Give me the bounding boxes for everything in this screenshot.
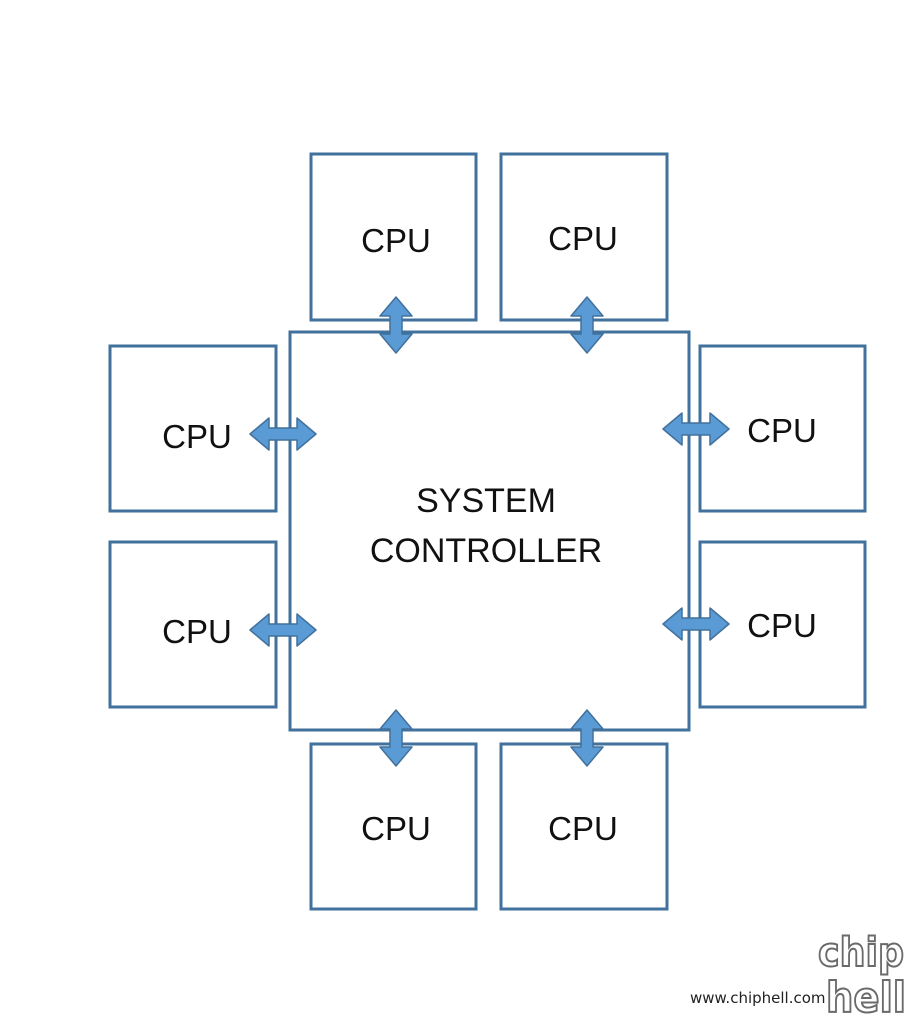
system-controller: SYSTEM CONTROLLER: [288, 330, 691, 732]
watermark-url: www.chiphell.com: [690, 989, 826, 1007]
cpu-label: CPU: [162, 613, 232, 650]
cpu-left-upper: CPU: [108, 344, 278, 513]
bidirectional-arrow-right-upper: [662, 412, 730, 446]
cpu-top-left: CPU: [309, 152, 478, 322]
controller-label-line-1: SYSTEM: [416, 482, 556, 520]
cpu-box: [499, 742, 669, 911]
bidirectional-arrow-top-left: [379, 296, 413, 354]
cpu-label: CPU: [162, 418, 232, 455]
cpu-box: [499, 152, 669, 322]
cpu-label: CPU: [361, 810, 431, 847]
cpu-label: CPU: [361, 222, 431, 259]
cpu-label: CPU: [548, 810, 618, 847]
watermark-logo-top: chip: [818, 930, 904, 976]
cpu-label: CPU: [747, 412, 817, 449]
bidirectional-arrow-top-right: [570, 296, 604, 354]
system-controller-box: [288, 330, 691, 732]
cpu-box: [309, 742, 478, 911]
bidirectional-arrow-right-lower: [662, 607, 730, 641]
bidirectional-arrow-bottom-right: [570, 709, 604, 767]
bidirectional-arrow-left-upper: [249, 417, 317, 451]
cpu-bottom-right: CPU: [499, 742, 669, 911]
cpu-box: [309, 152, 478, 322]
cpu-top-right: CPU: [499, 152, 669, 322]
cpu-left-lower: CPU: [108, 540, 278, 709]
cpu-box: [108, 344, 278, 513]
watermark-logo-bottom: hell: [826, 973, 906, 1022]
cpu-bottom-left: CPU: [309, 742, 478, 911]
cpu-label: CPU: [548, 220, 618, 257]
bidirectional-arrow-bottom-left: [379, 709, 413, 767]
bidirectional-arrow-left-lower: [249, 613, 317, 647]
watermark: www.chiphell.com chip hell: [690, 929, 907, 1023]
cpu-label: CPU: [747, 607, 817, 644]
controller-label-line-2: CONTROLLER: [370, 532, 602, 570]
